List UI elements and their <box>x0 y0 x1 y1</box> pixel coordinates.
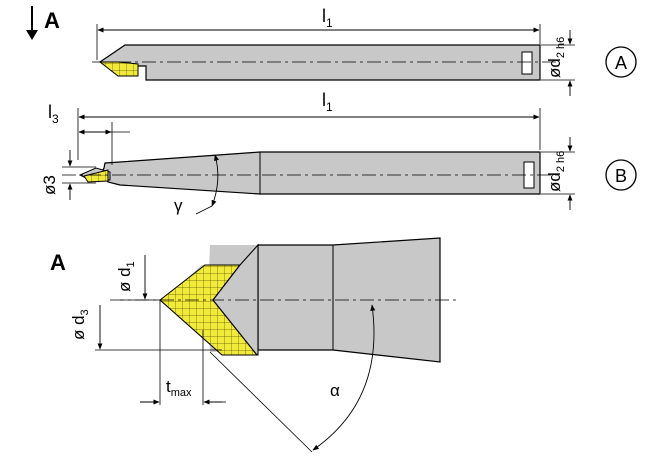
dim-d2-b: ød2 h6 <box>541 137 575 210</box>
dim-d2-a: ød2 h6 <box>541 30 575 96</box>
label-d2-b: ød2 h6 <box>545 151 567 192</box>
dim-gamma: γ <box>174 154 219 215</box>
tool-b <box>62 151 560 195</box>
dim-l1-b: l1 <box>77 90 541 160</box>
label-d1: ø d1 <box>115 261 137 292</box>
dim-tmax: tmax <box>140 300 226 405</box>
label-l1-b: l1 <box>322 90 333 114</box>
view-marker-top: A <box>44 8 60 33</box>
label-d2-a: ød2 h6 <box>545 37 567 78</box>
view-marker-detail: A <box>50 250 66 275</box>
variant-b-badge: B <box>605 159 637 191</box>
label-d3-small: ø3 <box>40 175 59 195</box>
dim-l3: l3 <box>48 102 130 165</box>
dim-alpha: α <box>209 304 376 453</box>
label-gamma: γ <box>174 196 183 215</box>
dim-d3-small: ø3 <box>40 150 96 200</box>
svg-text:B: B <box>615 166 627 186</box>
variant-a-badge: A <box>605 46 637 78</box>
detail-tool <box>110 237 460 363</box>
label-d3: ø d3 <box>69 309 91 340</box>
view-arrow-icon <box>26 6 38 40</box>
svg-text:A: A <box>615 53 627 73</box>
dim-d1: ø d1 <box>115 255 160 301</box>
label-tmax: tmax <box>166 377 192 399</box>
tool-a <box>92 44 560 81</box>
label-l1-a: l1 <box>322 6 333 30</box>
dim-l1-a: l1 <box>96 6 541 60</box>
dim-d3: ø d3 <box>69 305 222 351</box>
label-alpha: α <box>330 381 340 400</box>
label-l3: l3 <box>48 102 59 126</box>
